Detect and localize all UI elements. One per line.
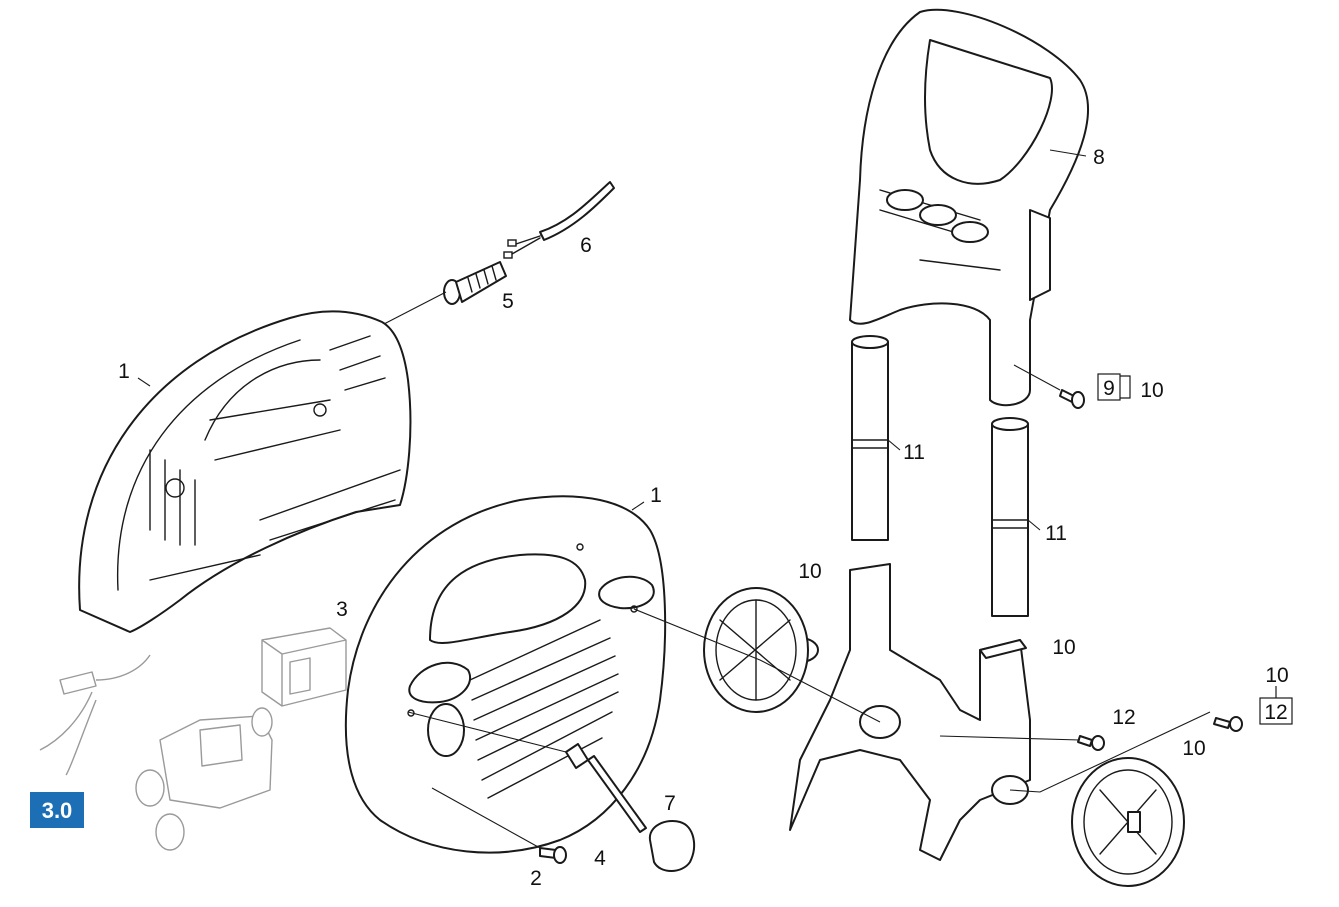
section-badge-label: 3.0 <box>42 798 73 823</box>
push-handle <box>849 8 1089 407</box>
hose-connector <box>565 743 647 833</box>
screw-12-a <box>1077 735 1105 751</box>
callout-5: 5 <box>502 290 514 313</box>
screw-12-b <box>1213 716 1243 732</box>
callout-1a: 1 <box>118 360 130 383</box>
callout-9-ref: 10 <box>1140 379 1163 402</box>
leader-lines <box>137 149 1211 849</box>
callout-12b: 12 <box>1264 701 1287 724</box>
callout-9: 9 <box>1103 377 1115 400</box>
ref-box-9 <box>1097 373 1121 401</box>
callout-6: 6 <box>580 234 592 257</box>
tube-left <box>851 335 889 541</box>
callout-10-wheel-left: 10 <box>798 560 821 583</box>
callout-1b: 1 <box>650 484 662 507</box>
front-housing <box>344 495 667 854</box>
callout-3: 3 <box>336 598 348 621</box>
callout-7: 7 <box>664 792 676 815</box>
callout-10-top: 10 <box>1265 664 1288 687</box>
callout-11b: 11 <box>1045 522 1067 545</box>
callout-4: 4 <box>594 847 606 870</box>
section-badge: 3.0 <box>30 792 84 828</box>
callout-12a: 12 <box>1112 706 1135 729</box>
wheel-left <box>703 587 809 713</box>
tube-right <box>991 417 1029 617</box>
callout-10-wheel-right: 10 <box>1182 737 1205 760</box>
section-badge-box <box>30 792 84 828</box>
chassis-frame <box>781 563 1031 861</box>
pump-assembly <box>39 654 273 851</box>
screw-2 <box>539 846 567 864</box>
connector-cap <box>648 820 696 872</box>
callout-10-frame: 10 <box>1052 636 1075 659</box>
callout-2: 2 <box>530 867 542 890</box>
callout-8: 8 <box>1093 146 1105 169</box>
callout-11a: 11 <box>903 441 925 464</box>
ref-bracket-9 <box>1120 375 1131 399</box>
cable-gland <box>443 261 507 305</box>
rear-housing <box>78 310 412 633</box>
wheel-right <box>1071 757 1185 887</box>
power-cable <box>503 181 615 259</box>
screw-9 <box>1059 389 1085 409</box>
switch <box>261 627 347 707</box>
